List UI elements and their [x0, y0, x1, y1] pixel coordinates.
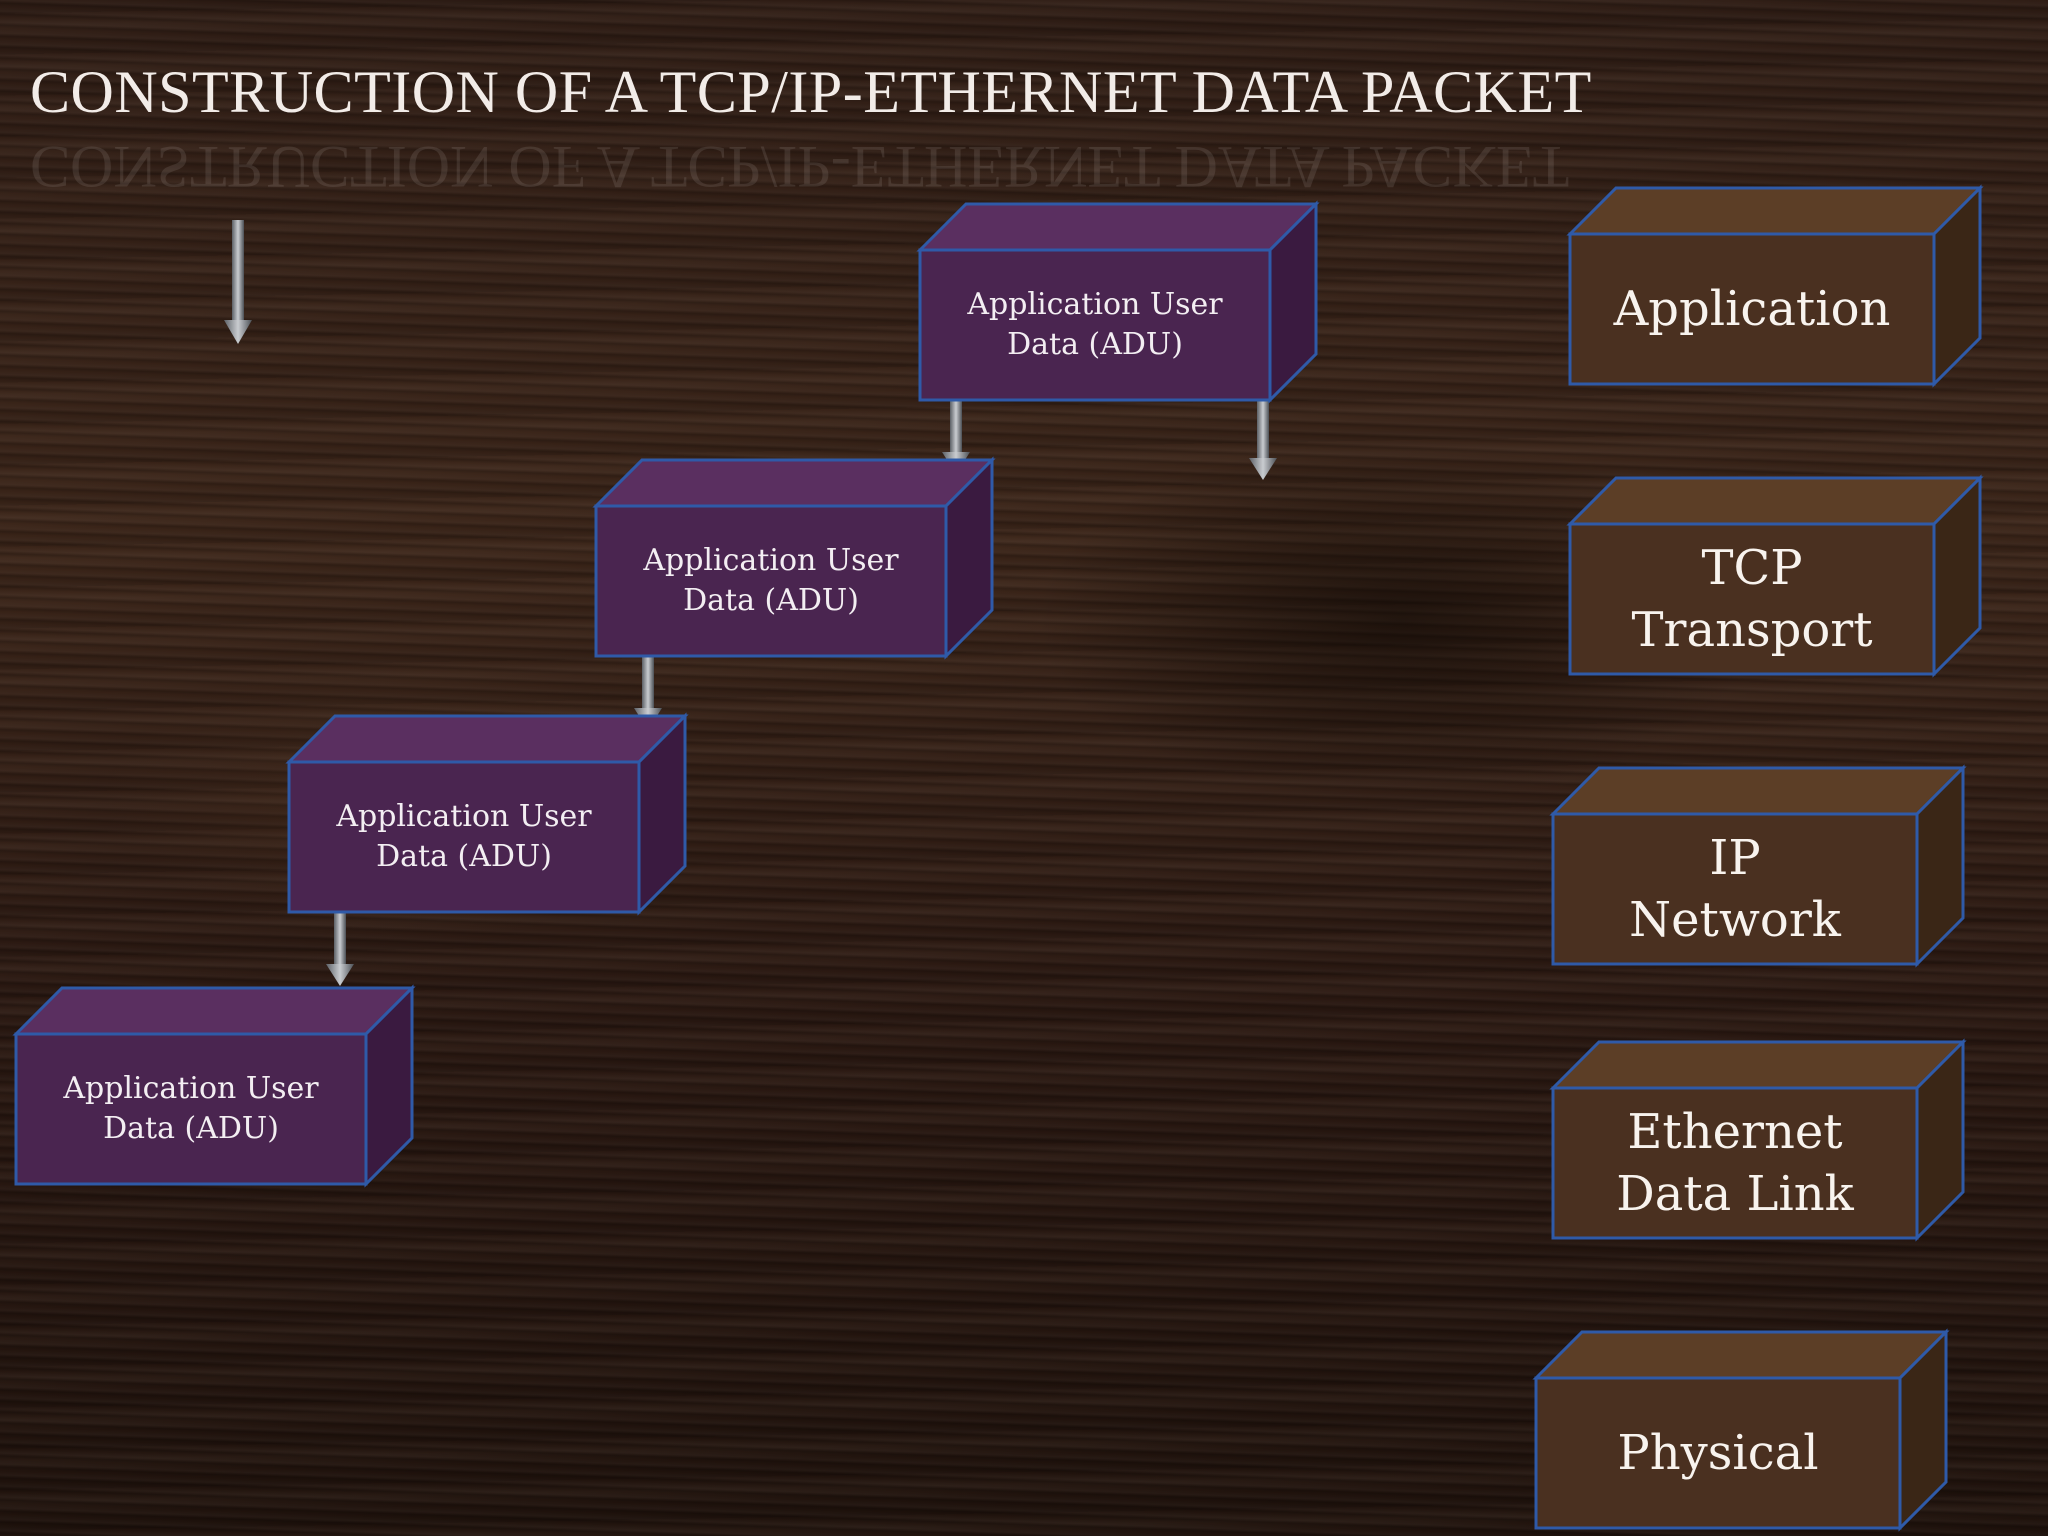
adu-label-line2: Data (ADU): [103, 1111, 279, 1146]
adu-label-line2: Data (ADU): [1007, 327, 1183, 362]
layer-box-shape: [1566, 474, 1984, 678]
layer-box-shape: [1532, 1328, 1950, 1532]
layer-box-application: Application: [1566, 184, 1984, 388]
adu-box-shape: [916, 200, 1320, 404]
adu-label-line1: Application User: [967, 287, 1223, 322]
down-arrow-icon: [224, 220, 252, 344]
layer-label-line1: Application: [1613, 281, 1891, 337]
layer-label-line2: Network: [1629, 892, 1841, 948]
adu-label-line2: Data (ADU): [376, 839, 552, 874]
adu-box-shape: [12, 984, 416, 1188]
layer-box-shape: [1549, 764, 1967, 968]
layer-box-transport: TCP Transport: [1566, 474, 1984, 678]
adu-box-shape: [592, 456, 996, 660]
slide-title-reflection: CONSTRUCTION OF A TCP/IP-ETHERNET DATA P…: [30, 134, 1570, 200]
layer-box-shape: [1549, 1038, 1967, 1242]
layer-label-line2: Data Link: [1616, 1166, 1854, 1222]
layer-label-line2: Transport: [1631, 602, 1873, 658]
layer-box-physical: Physical: [1532, 1328, 1950, 1532]
layer-label-line1: Physical: [1617, 1425, 1819, 1481]
slide-title: CONSTRUCTION OF A TCP/IP-ETHERNET DATA P…: [30, 59, 1592, 125]
adu-label-line1: Application User: [336, 799, 592, 834]
layer-box-shape: [1566, 184, 1984, 388]
adu-label-line1: Application User: [643, 543, 899, 578]
down-arrow-icon: [1249, 392, 1277, 480]
adu-label-line1: Application User: [63, 1071, 319, 1106]
adu-box-shape: [285, 712, 689, 916]
adu-label-line2: Data (ADU): [683, 583, 859, 618]
layer-label-line1: Ethernet: [1627, 1104, 1843, 1160]
layer-label-line1: IP: [1709, 830, 1761, 886]
down-arrow-icon: [326, 904, 354, 986]
layer-box-network: IP Network: [1549, 764, 1967, 968]
layer-label-line1: TCP: [1701, 540, 1803, 596]
